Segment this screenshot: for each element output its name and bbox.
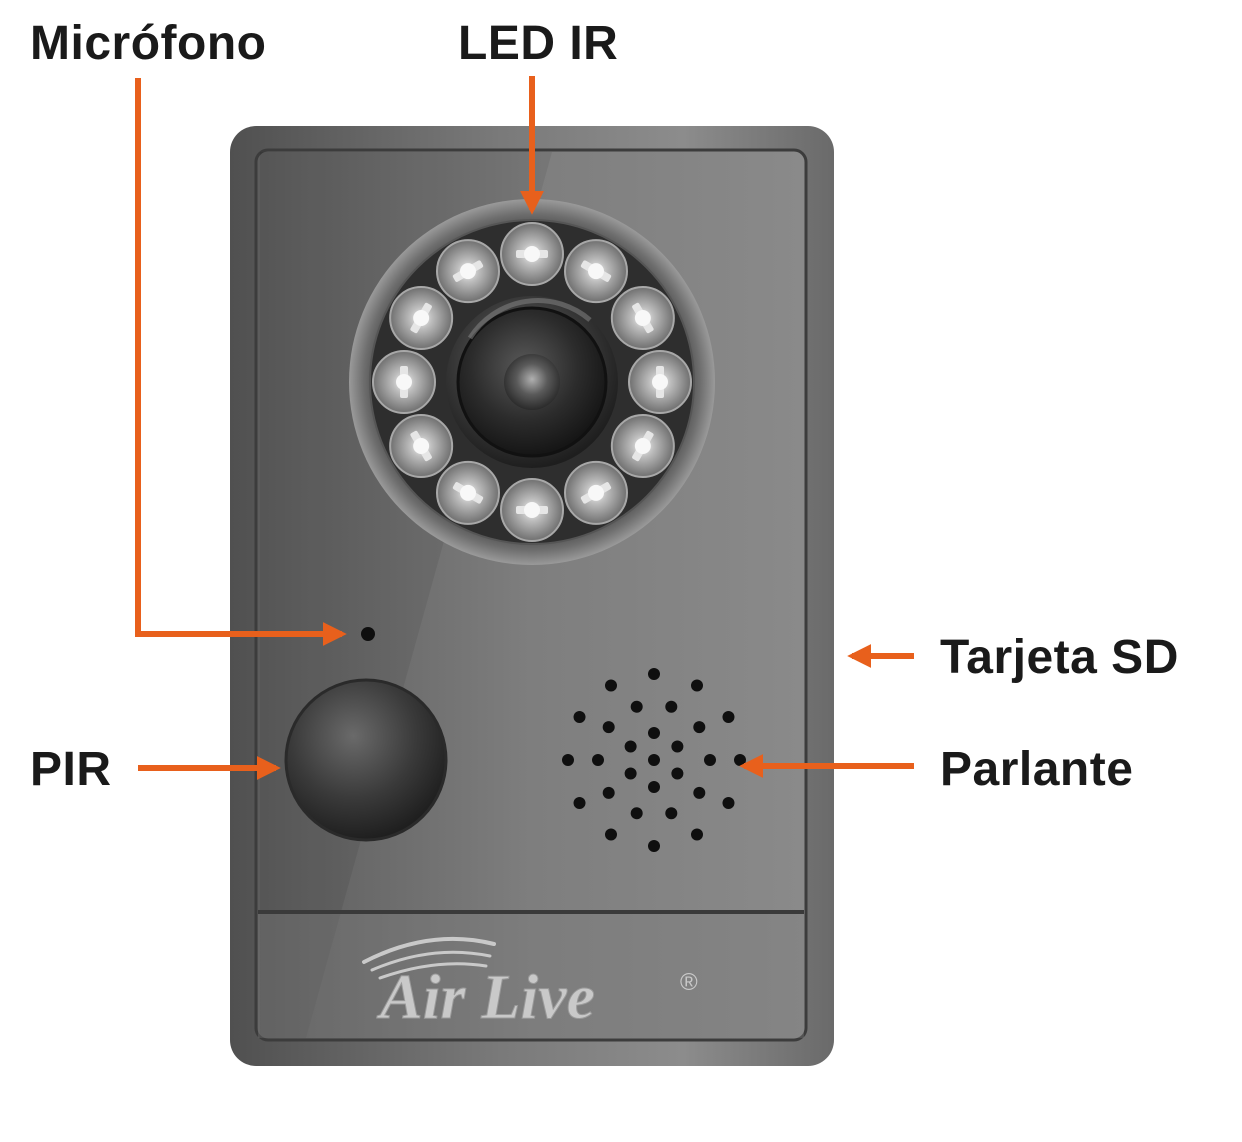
label-pir: PIR	[30, 743, 112, 796]
ir-led-icon	[628, 350, 692, 414]
arrow-icon-microphone	[135, 78, 347, 646]
ir-led-icon	[564, 460, 628, 525]
ir-led-icon	[610, 414, 675, 478]
lens-assembly	[349, 199, 715, 565]
microphone-hole	[361, 627, 375, 641]
ir-led-icon	[564, 239, 628, 304]
speaker-hole	[648, 668, 660, 680]
speaker-hole	[665, 700, 678, 713]
label-led-ir: LED IR	[458, 17, 619, 70]
speaker-hole	[671, 740, 684, 753]
speaker-hole	[722, 711, 735, 723]
speaker-hole	[648, 727, 660, 739]
ir-led-icon	[500, 222, 564, 286]
speaker-hole	[691, 679, 703, 692]
ir-led-icon	[610, 286, 675, 350]
ir-led-icon	[389, 414, 454, 478]
ir-led-icon	[436, 239, 500, 304]
label-microphone: Micrófono	[30, 17, 267, 70]
brand-logo-text: Air Live	[376, 961, 595, 1032]
speaker-hole	[704, 754, 716, 766]
pir-sensor-icon	[284, 678, 448, 842]
speaker-hole	[573, 797, 586, 809]
callout-arrows	[135, 76, 914, 780]
speaker-hole	[648, 840, 660, 852]
speaker-hole	[573, 711, 586, 723]
speaker-hole	[624, 740, 637, 753]
logo-panel	[258, 914, 804, 1038]
speaker-hole	[630, 807, 643, 820]
registered-mark: ®	[680, 969, 698, 996]
speaker-hole	[648, 754, 660, 766]
brand-logo: Air Live ®	[362, 936, 698, 1033]
speaker-hole	[693, 786, 706, 799]
speaker-hole	[722, 797, 735, 809]
speaker-hole	[592, 754, 604, 766]
speaker-hole	[602, 721, 615, 734]
speaker-hole	[562, 754, 574, 766]
speaker-hole	[605, 679, 617, 692]
speaker-hole	[605, 828, 617, 841]
speaker-hole	[693, 721, 706, 734]
label-sd-card: Tarjeta SD	[940, 631, 1179, 684]
ir-led-icon	[436, 460, 500, 525]
speaker-hole	[671, 767, 684, 780]
ir-led-icon	[372, 350, 436, 414]
ir-led-ring	[372, 222, 692, 542]
wifi-swoosh-icon	[362, 936, 496, 980]
label-speaker: Parlante	[940, 743, 1134, 796]
ir-led-icon	[500, 478, 564, 542]
speaker-hole	[691, 828, 703, 841]
speaker-hole	[602, 786, 615, 799]
ir-led-icon	[389, 286, 454, 350]
speaker-hole	[665, 807, 678, 820]
speaker-hole	[648, 781, 660, 793]
speaker-hole	[630, 700, 643, 713]
speaker-hole	[624, 767, 637, 780]
